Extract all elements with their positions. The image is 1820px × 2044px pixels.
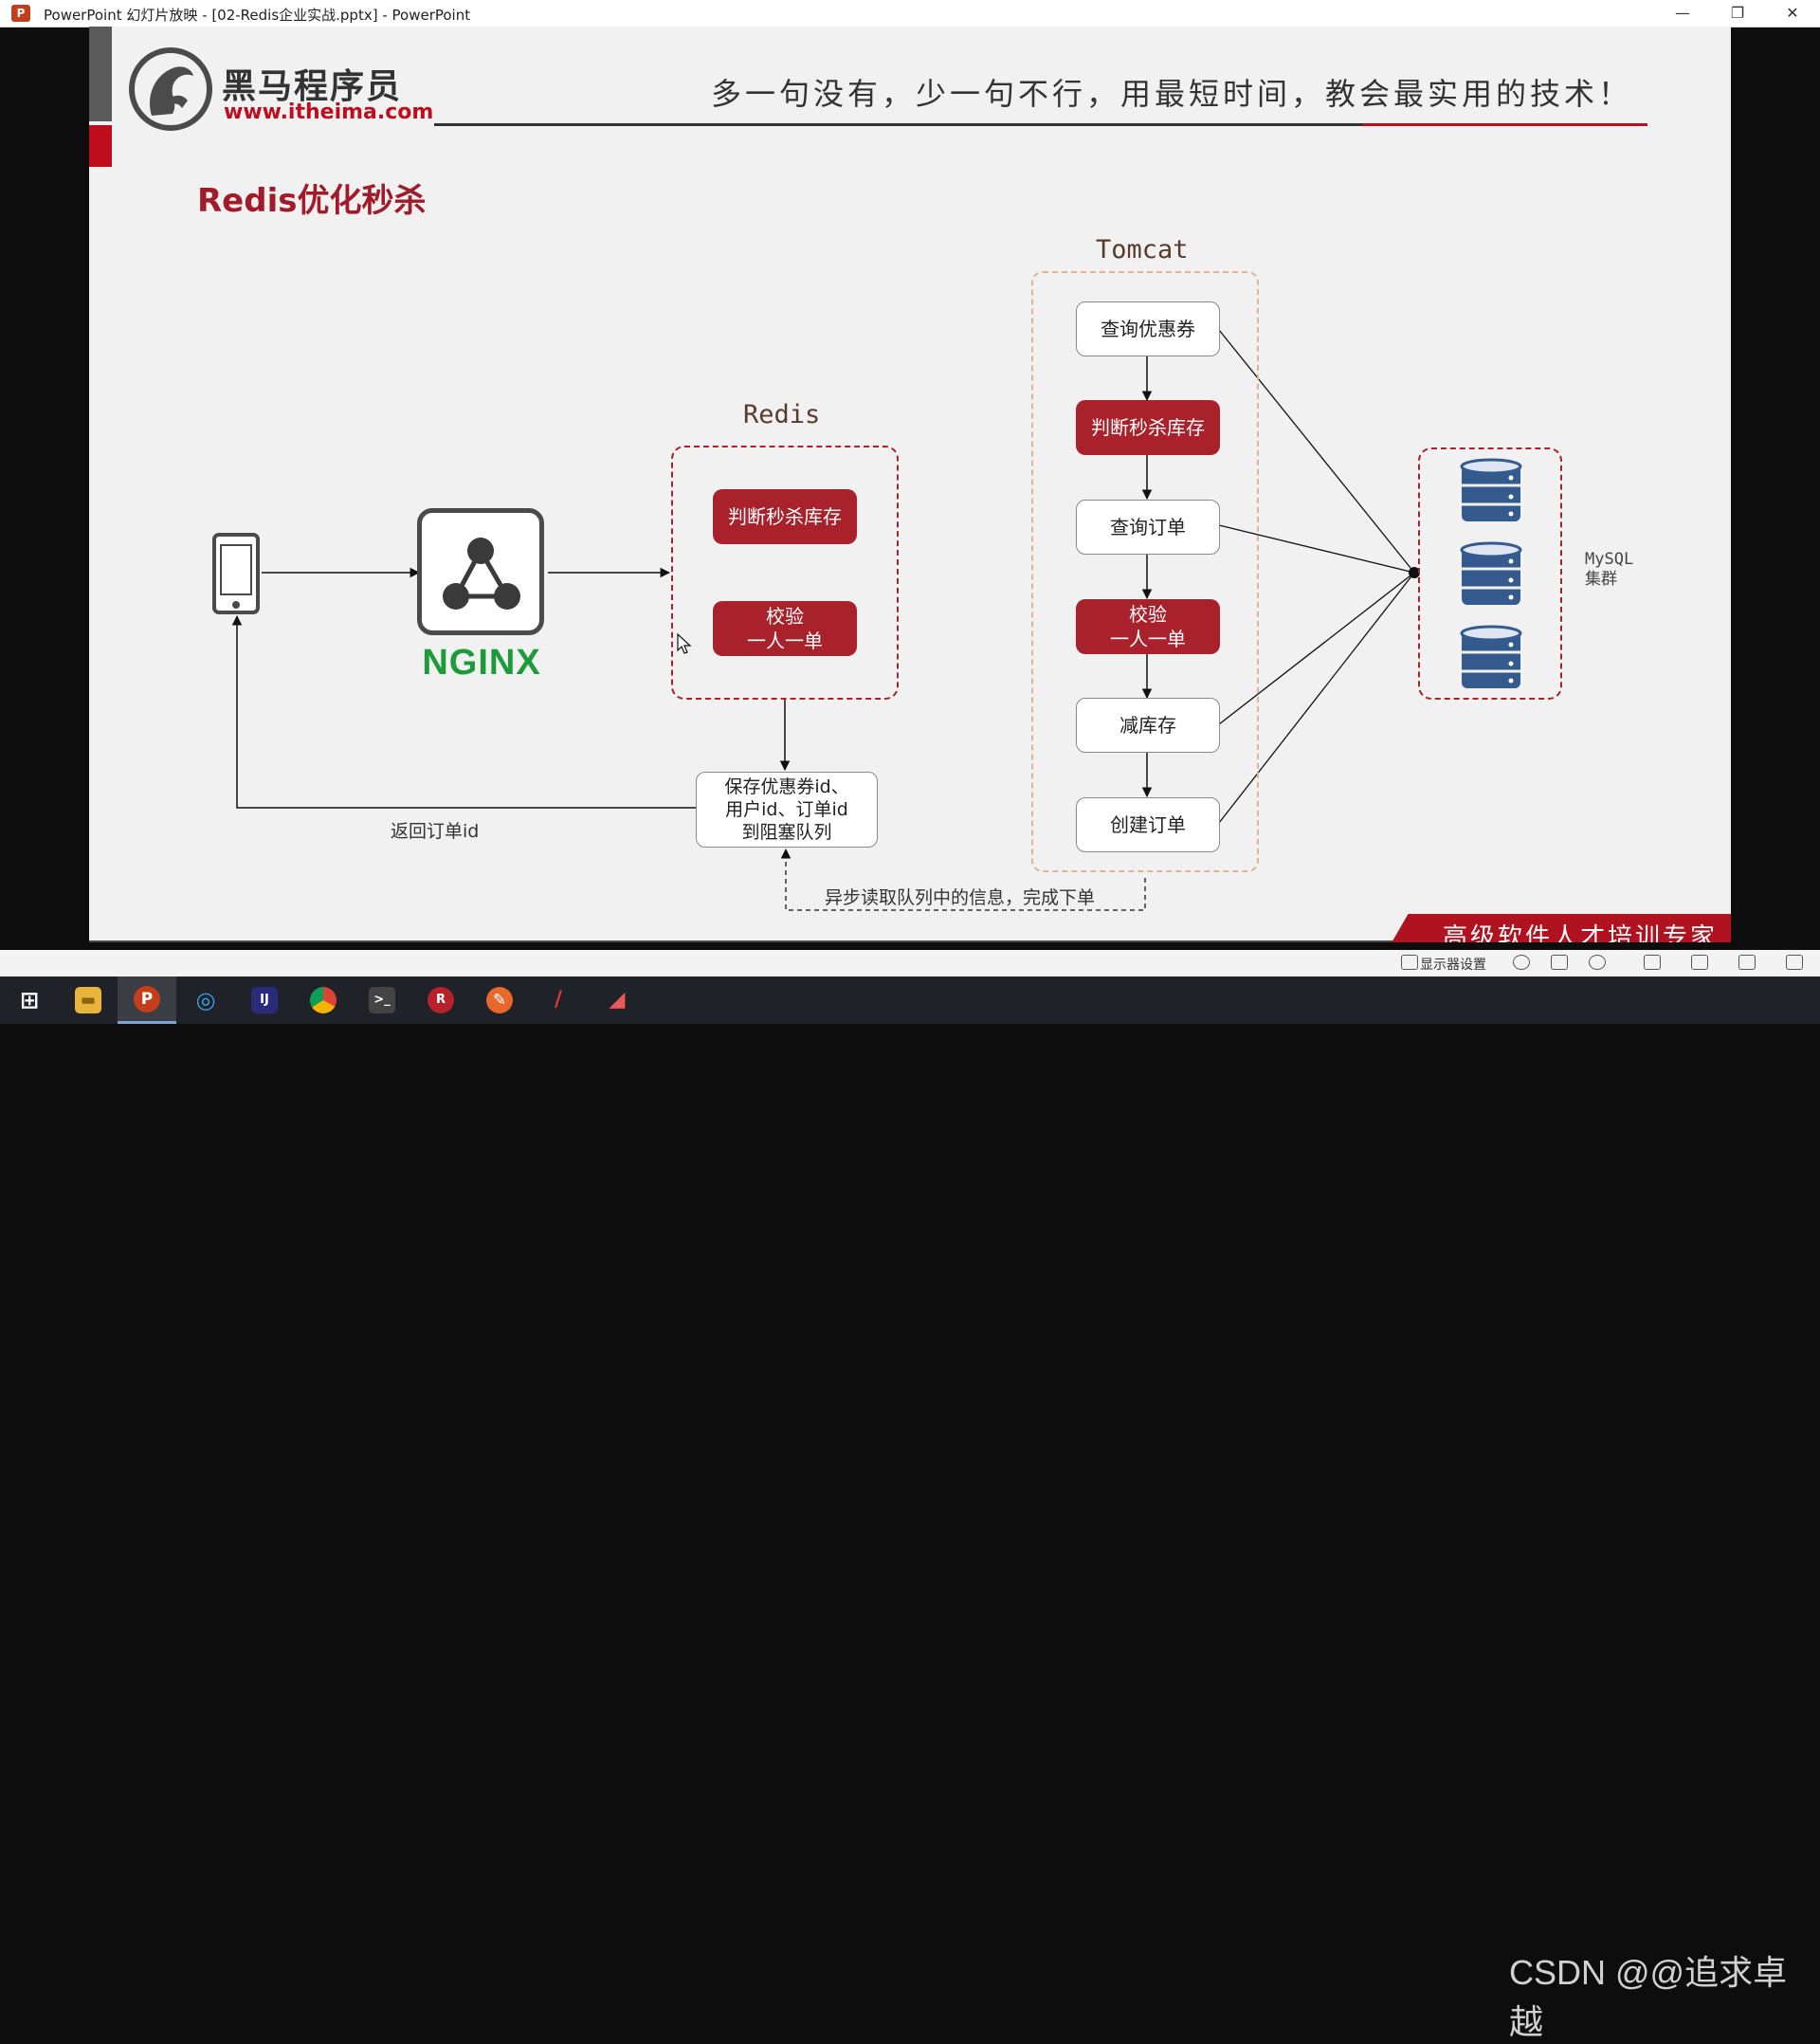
taskbar-intellij[interactable]: IJ <box>235 976 294 1024</box>
reading-view-icon[interactable] <box>1738 955 1756 970</box>
taskbar-powerpoint[interactable]: P <box>118 976 176 1024</box>
brand-logo <box>129 47 212 131</box>
sorter-view-icon[interactable] <box>1691 955 1708 970</box>
chrome-icon <box>310 987 337 1013</box>
window-titlebar: P PowerPoint 幻灯片放映 - [02-Redis企业实战.pptx]… <box>0 0 1820 27</box>
display-settings-button[interactable]: 显示器设置 <box>1420 958 1486 973</box>
slideshow-view-icon[interactable] <box>1786 955 1803 970</box>
screen-tool-icon: ◢ <box>609 988 626 1012</box>
play-icon[interactable] <box>1589 955 1606 970</box>
diagram-connectors <box>231 329 1420 911</box>
redis-container <box>671 446 899 700</box>
header-accent-red <box>89 125 112 167</box>
taskbar-screen-tool[interactable]: ◢ <box>588 976 646 1024</box>
taskbar-browser[interactable]: ◎ <box>176 976 235 1024</box>
header-accent-gray <box>89 27 112 121</box>
footer-banner-text: 高级软件人才培训专家 <box>1443 923 1719 942</box>
tomcat-step-decrease-stock: 减库存 <box>1076 698 1220 753</box>
postman-icon: ✎ <box>486 987 513 1013</box>
arrow-return-order-id <box>231 614 696 809</box>
slide-canvas[interactable]: 黑马程序员 www.itheima.com 多一句没有，少一句不行，用最短时间，… <box>89 27 1731 942</box>
nginx-label: NGINX <box>422 643 541 683</box>
taskbar-redis-desktop[interactable]: R <box>411 976 470 1024</box>
footer-strip <box>89 940 1731 942</box>
restore-button[interactable]: ❐ <box>1730 4 1745 22</box>
intellij-icon: IJ <box>251 987 278 1013</box>
tomcat-step-one-order-check: 校验 一人一单 <box>1076 599 1220 654</box>
tomcat-step-query-coupon: 查询优惠券 <box>1076 301 1220 356</box>
tomcat-container <box>1031 271 1259 872</box>
terminal-icon: >_ <box>369 987 395 1013</box>
normal-view-icon[interactable] <box>1644 955 1661 970</box>
nginx-icon <box>417 508 544 635</box>
mouse-cursor-icon <box>677 633 692 654</box>
slide-grid-icon[interactable] <box>1551 955 1568 970</box>
taskbar-terminal[interactable]: >_ <box>353 976 411 1024</box>
taskbar-file-explorer[interactable]: ▬ <box>59 976 118 1024</box>
tomcat-label: Tomcat <box>1096 235 1189 265</box>
redis-one-order-check-box: 校验 一人一单 <box>713 601 857 656</box>
header-divider-accent <box>1363 123 1647 126</box>
mysql-cluster-container <box>1418 447 1562 700</box>
pen-icon: / <box>554 988 563 1012</box>
redis-label: Redis <box>743 400 821 429</box>
tomcat-step-check-stock: 判断秒杀库存 <box>1076 400 1220 455</box>
display-settings-icon[interactable] <box>1401 955 1418 970</box>
brand-name: 黑马程序员 <box>222 67 403 106</box>
windows-start-icon: ⊞ <box>19 987 40 1013</box>
folder-icon: ▬ <box>75 987 101 1013</box>
slideshow-statusbar: 显示器设置 <box>0 950 1820 976</box>
line-query-order-to-mysql <box>1218 524 1415 574</box>
minimize-button[interactable]: — <box>1675 4 1690 22</box>
async-read-label: 异步读取队列中的信息，完成下单 <box>825 887 1096 908</box>
database-icon-1 <box>1460 458 1522 521</box>
tomcat-step-create-order: 创建订单 <box>1076 797 1220 852</box>
database-icon-2 <box>1460 541 1522 605</box>
database-icons <box>1460 458 1522 688</box>
taskbar-postman[interactable]: ✎ <box>470 976 529 1024</box>
taskbar-chrome[interactable] <box>294 976 353 1024</box>
mobile-phone-icon <box>212 533 260 614</box>
taskbar-pen-tool[interactable]: / <box>529 976 588 1024</box>
browser-icon: ◎ <box>195 987 216 1013</box>
database-icon-3 <box>1460 625 1522 688</box>
return-order-id-label: 返回订单id <box>391 821 480 842</box>
start-button[interactable]: ⊞ <box>0 976 59 1024</box>
window-title: PowerPoint 幻灯片放映 - [02-Redis企业实战.pptx] -… <box>44 7 471 24</box>
arrow-async-read-queue <box>780 848 1146 911</box>
tomcat-step-query-order: 查询订单 <box>1076 500 1220 555</box>
close-button[interactable]: ✕ <box>1786 4 1799 22</box>
mysql-junction-dot <box>1409 567 1420 578</box>
redis-desktop-icon: R <box>428 987 454 1013</box>
csdn-watermark: CSDN @@追求卓越 <box>1509 1953 1788 2041</box>
powerpoint-icon: P <box>134 985 160 1013</box>
brand-url: www.itheima.com <box>224 100 434 124</box>
line-decrease-stock-to-mysql <box>1218 572 1415 725</box>
line-create-order-to-mysql <box>1218 572 1415 824</box>
powerpoint-app-icon: P <box>11 5 30 22</box>
slide-title: Redis优化秒杀 <box>197 182 427 220</box>
header-divider <box>434 123 1452 126</box>
back-icon[interactable] <box>1513 955 1530 970</box>
mysql-cluster-label: MySQL 集群 <box>1585 550 1634 589</box>
redis-check-stock-box: 判断秒杀库存 <box>713 489 857 544</box>
windows-taskbar: ⊞ ▬ P ◎ IJ >_ R ✎ / ◢ CSDN @@追求卓越 <box>0 976 1820 2041</box>
blocking-queue-box: 保存优惠券id、 用户id、订单id 到阻塞队列 <box>696 772 878 848</box>
line-query-coupon-to-mysql <box>1218 329 1415 574</box>
slogan: 多一句没有，少一句不行，用最短时间，教会最实用的技术！ <box>711 76 1633 112</box>
